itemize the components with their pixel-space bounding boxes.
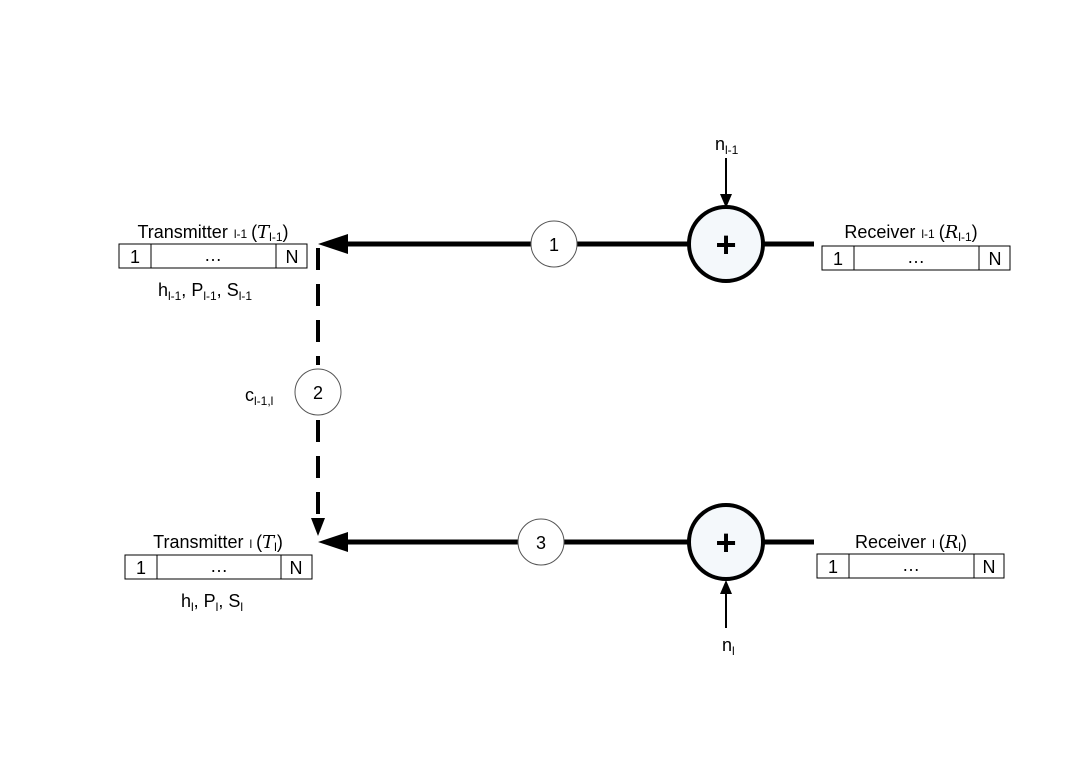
adder-lower — [687, 503, 765, 581]
buffer-cell-last: N — [989, 249, 1002, 269]
step-marker-2 — [294, 368, 342, 416]
buffer-cell-middle: … — [204, 245, 222, 265]
buffer-cell-first: 1 — [130, 247, 140, 267]
step-label-2: 2 — [313, 383, 323, 403]
transmitter-buffer-lower: 1 … N — [124, 554, 313, 580]
buffer-cell-first: 1 — [136, 558, 146, 578]
noise-label-lower: nl — [722, 635, 735, 658]
step-label-1: 1 — [549, 235, 559, 255]
buffer-cell-first: 1 — [828, 557, 838, 577]
buffer-cell-middle: … — [907, 247, 925, 267]
noise-arrowhead-lower — [720, 580, 732, 594]
step-label-3: 3 — [536, 533, 546, 553]
receiver-buffer-lower: 1 … N — [816, 553, 1005, 579]
signal-arrowhead-lower — [318, 532, 348, 552]
buffer-cell-last: N — [286, 247, 299, 267]
transmitter-params-upper: hl-1, Pl-1, Sl-1 — [158, 280, 252, 303]
step-marker-1 — [530, 220, 578, 268]
noise-label-upper: nl-1 — [715, 134, 739, 157]
transmitter-buffer-upper: 1 … N — [118, 243, 308, 269]
cross-link-arrowhead — [311, 518, 325, 536]
buffer-cell-middle: … — [902, 555, 920, 575]
adder-plus-upper: + — [715, 224, 736, 265]
buffer-cell-first: 1 — [833, 249, 843, 269]
signal-arrowhead-upper — [318, 234, 348, 254]
step-marker-3 — [517, 518, 565, 566]
noise-arrowhead-upper — [720, 194, 732, 208]
transmitter-params-lower: hl, Pl, Sl — [181, 591, 243, 614]
cross-link-label: cl-1,l — [245, 385, 273, 408]
buffer-cell-middle: … — [210, 556, 228, 576]
adder-plus-lower: + — [715, 522, 736, 563]
receiver-buffer-upper: 1 … N — [821, 245, 1011, 271]
buffer-cell-last: N — [983, 557, 996, 577]
adder-upper — [687, 205, 765, 283]
buffer-cell-last: N — [290, 558, 303, 578]
